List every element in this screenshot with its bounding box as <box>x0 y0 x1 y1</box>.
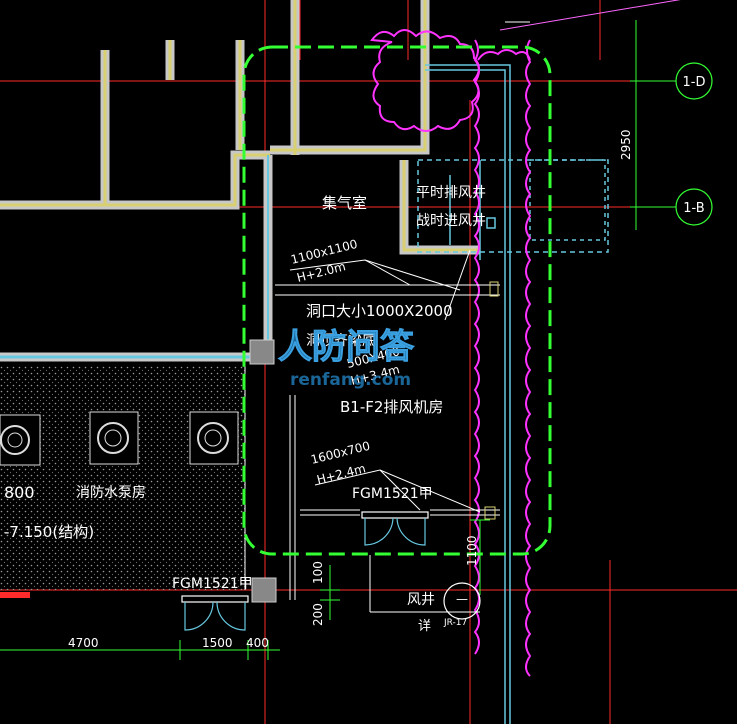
hole-size-label: 洞口大小1000X2000 <box>306 302 453 320</box>
room-normal-shaft-label: 平时排风井 <box>416 185 486 201</box>
dim-200: 200 <box>311 603 325 626</box>
axis-spacing-text: 2950 <box>619 129 633 160</box>
pump-room-hatch <box>0 365 245 590</box>
red-marker <box>0 592 30 598</box>
dim-1500: 1500 <box>202 636 233 650</box>
detail-label-2: 详 <box>418 619 431 634</box>
detail-mark <box>369 555 481 620</box>
walls <box>0 0 480 362</box>
axis-spacing-dimension <box>630 20 642 230</box>
revision-clouds <box>370 29 532 677</box>
axis-tag-1d: 1-D <box>640 62 713 100</box>
pump-1 <box>0 414 41 466</box>
pump-3 <box>189 411 239 465</box>
leader-lines <box>289 249 481 513</box>
axis-tag-1d-text: 1-D <box>683 75 706 90</box>
pump-2 <box>89 411 139 465</box>
struct-level-label: -7.150(结构) <box>4 523 94 541</box>
shaft-walls <box>417 64 609 724</box>
dim-4700: 4700 <box>68 636 99 650</box>
axis-tag-1b: 1-B <box>640 188 713 226</box>
door-fgm-upper <box>361 511 429 546</box>
dimension-lines <box>0 519 490 660</box>
detail-label: 风井 <box>407 592 435 608</box>
room-fan-label: B1-F2排风机房 <box>340 398 443 416</box>
column-upper <box>249 339 275 365</box>
dim-1100: 1100 <box>465 535 479 566</box>
highlight-boundary <box>242 45 552 556</box>
room-plenum-label: 集气室 <box>322 194 367 212</box>
door-a-label: FGM1521甲 <box>352 486 433 502</box>
room-lines <box>275 281 500 600</box>
dim-400: 400 <box>246 636 269 650</box>
axis-tag-1b-text: 1-B <box>683 201 704 216</box>
watermark-sub: renfang.com <box>290 370 411 390</box>
hole-top-label: 洞顶齐梁底 <box>306 333 376 349</box>
column-lower <box>251 577 277 603</box>
door-b-label: FGM1521甲 <box>172 576 253 592</box>
floor-level-label: 800 <box>4 483 35 502</box>
door-fgm-lower <box>181 595 249 631</box>
leader-diagonal <box>499 0 681 31</box>
detail-mark-text: — <box>456 592 468 606</box>
detail-ref: JR-17 <box>443 618 467 628</box>
dim-100: 100 <box>311 561 325 584</box>
room-war-shaft-label: 战时进风井 <box>416 213 486 229</box>
watermark-main: 人防问答 <box>278 327 415 367</box>
room-pump-label: 消防水泵房 <box>76 485 146 501</box>
